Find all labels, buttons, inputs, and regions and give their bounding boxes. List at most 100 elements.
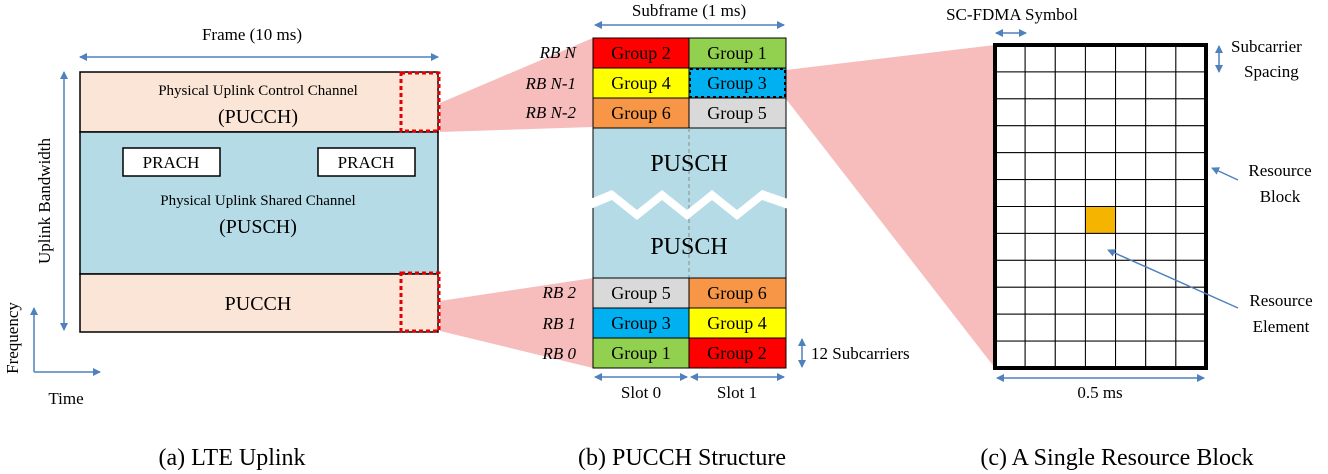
grid-cell bbox=[1175, 152, 1207, 181]
grid-cell bbox=[1175, 179, 1207, 207]
pusch-lower-label: PUSCH bbox=[650, 234, 727, 260]
panel-a: Frame (10 ms) Uplink Bandwidth Physical … bbox=[3, 25, 441, 471]
caption-c: (c) A Single Resource Block bbox=[980, 445, 1253, 471]
grid-cell bbox=[994, 179, 1026, 207]
grid-cell bbox=[1054, 71, 1086, 100]
grid-cell bbox=[1145, 44, 1177, 73]
grid-cell bbox=[1024, 286, 1056, 315]
grid-cell bbox=[1024, 340, 1056, 369]
grid-cell bbox=[1175, 125, 1207, 154]
grid-cell bbox=[1024, 313, 1056, 342]
grid-cell bbox=[1115, 286, 1147, 315]
grid-cell bbox=[1145, 286, 1177, 315]
rb-label-0: RB 0 bbox=[541, 344, 576, 363]
resource-block-line1: Resource bbox=[1248, 161, 1311, 180]
rb-label-n-2: RB N-2 bbox=[524, 103, 576, 122]
grid-cell bbox=[1175, 44, 1207, 73]
pucch-bottom-label: PUCCH bbox=[225, 293, 292, 315]
grid-cell bbox=[994, 286, 1026, 315]
grid-cell bbox=[994, 152, 1026, 181]
panel-b: Subframe (1 ms) Group 2 Group 1 Group 4 … bbox=[524, 1, 909, 471]
bottom-row-0-right-cell bbox=[688, 277, 787, 309]
bottom-row-2-right-label: Group 2 bbox=[707, 343, 767, 363]
bottom-row-1-right-cell bbox=[688, 307, 787, 339]
grid-cell bbox=[1054, 206, 1086, 234]
pusch-acronym: (PUSCH) bbox=[219, 216, 297, 238]
top-row-2-right-label: Group 5 bbox=[707, 103, 767, 123]
bottom-row-2-left-label: Group 1 bbox=[611, 343, 671, 363]
pusch-break bbox=[588, 190, 791, 220]
top-row-0-right-cell bbox=[688, 37, 787, 69]
frequency-axis-label: Frequency bbox=[3, 302, 22, 374]
grid-cell bbox=[1084, 71, 1117, 100]
grid-cell bbox=[1115, 313, 1147, 342]
grid-cell bbox=[1054, 44, 1086, 73]
grid-cell bbox=[1175, 98, 1207, 127]
grid-cell bbox=[994, 259, 1026, 288]
grid-cell bbox=[1145, 125, 1177, 154]
grid-cell bbox=[1024, 259, 1056, 288]
bottom-row-0-left-cell bbox=[592, 277, 690, 309]
pucch-top-title: Physical Uplink Control Channel bbox=[158, 83, 358, 99]
grid-cell bbox=[1145, 340, 1177, 369]
grid-cell bbox=[994, 313, 1026, 342]
grid-cell bbox=[994, 125, 1026, 154]
grid-cell bbox=[1054, 259, 1086, 288]
zoom-marker-bottom bbox=[399, 271, 441, 333]
pucch-bottom-region bbox=[79, 273, 439, 333]
subcarrier-spacing-line2: Spacing bbox=[1244, 62, 1299, 81]
subcarrier-spacing-line1: Subcarrier bbox=[1231, 37, 1302, 56]
top-row-2-left-cell bbox=[592, 97, 690, 129]
grid-cell bbox=[1084, 313, 1117, 342]
grid-cell bbox=[1024, 71, 1056, 100]
bottom-row-1-left-cell bbox=[592, 307, 690, 339]
grid-cell bbox=[1024, 206, 1056, 234]
pucch-top-region bbox=[79, 71, 439, 133]
top-row-0-right-label: Group 1 bbox=[707, 43, 767, 63]
pusch-upper-label: PUSCH bbox=[650, 151, 727, 177]
top-row-1-left-label: Group 4 bbox=[611, 73, 671, 93]
resource-block-pointer bbox=[1211, 167, 1239, 181]
grid-cell bbox=[1115, 125, 1147, 154]
grid-cell bbox=[1054, 152, 1086, 181]
grid-cell bbox=[1115, 232, 1147, 261]
zoom-wedge-rb bbox=[786, 45, 995, 368]
grid-cell bbox=[1115, 98, 1147, 127]
grid-cell bbox=[1145, 232, 1177, 261]
caption-b: (b) PUCCH Structure bbox=[578, 445, 786, 471]
grid-cell bbox=[1115, 340, 1147, 369]
grid-cell bbox=[1175, 259, 1207, 288]
zoom-wedge-bottom bbox=[440, 278, 593, 368]
grid-cell bbox=[1145, 206, 1177, 234]
top-row-2-right-cell bbox=[688, 97, 787, 129]
grid-cell bbox=[1115, 179, 1147, 207]
grid-cell bbox=[994, 340, 1026, 369]
grid-cell bbox=[994, 232, 1026, 261]
rb-label-n-1: RB N-1 bbox=[524, 74, 576, 93]
grid-cell bbox=[994, 71, 1026, 100]
uplink-bandwidth-label: Uplink Bandwidth bbox=[35, 137, 54, 264]
grid-cell bbox=[1054, 98, 1086, 127]
zoom-marker-top bbox=[399, 71, 441, 133]
subcarriers-label: 12 Subcarriers bbox=[811, 344, 910, 363]
grid-cell bbox=[994, 206, 1026, 234]
prach-box-left bbox=[122, 147, 221, 177]
grid-cell bbox=[1145, 179, 1177, 207]
prach-left-label: PRACH bbox=[143, 153, 200, 172]
grid-cell bbox=[994, 44, 1026, 73]
grid-cell bbox=[1084, 259, 1117, 288]
grid-cell bbox=[1175, 206, 1207, 234]
slot0-label: Slot 0 bbox=[621, 383, 661, 402]
time-axis-label: Time bbox=[48, 389, 83, 408]
resource-element-line1: Resource bbox=[1249, 291, 1312, 310]
grid-cell bbox=[1115, 44, 1147, 73]
rb-label-1: RB 1 bbox=[541, 314, 576, 333]
grid-cell bbox=[1024, 179, 1056, 207]
grid-cell bbox=[1024, 125, 1056, 154]
rb-label-2: RB 2 bbox=[541, 283, 576, 302]
bottom-row-2-left-cell bbox=[592, 337, 690, 369]
top-row-2-left-label: Group 6 bbox=[611, 103, 671, 123]
pusch-title: Physical Uplink Shared Channel bbox=[160, 193, 355, 209]
